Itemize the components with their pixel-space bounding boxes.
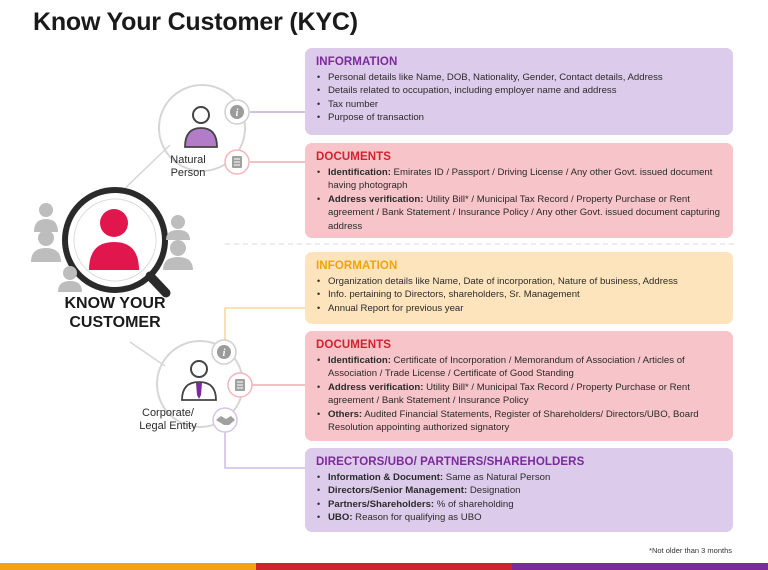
item-text: Same as Natural Person	[443, 472, 551, 483]
item-text: Certificate of Incorporation / Memorandu…	[328, 355, 685, 380]
info-icon	[217, 345, 231, 359]
directors-heading: DIRECTORS/UBO/ PARTNERS/SHAREHOLDERS	[316, 456, 585, 468]
center-label-line2: CUSTOMER	[69, 314, 161, 331]
page-title: Know Your Customer (KYC)	[33, 8, 358, 36]
item-label: Partners/Shareholders:	[328, 498, 435, 510]
item-label: Address verification:	[328, 381, 424, 393]
corporate-person-icon	[181, 360, 217, 401]
list-item: Information & Document: Same as Natural …	[317, 471, 723, 485]
corporate-information-heading: INFORMATION	[316, 260, 398, 272]
corporate-information-box: INFORMATION Organization details like Na…	[305, 252, 733, 324]
corporate-documents-list: Identification: Certificate of Incorpora…	[316, 354, 723, 434]
document-icon	[235, 379, 245, 391]
directors-list: Information & Document: Same as Natural …	[316, 471, 723, 525]
list-item: Personal details like Name, DOB, Nationa…	[317, 71, 723, 85]
natural-person-label-line1: Natural	[170, 154, 206, 166]
list-item: Details related to occupation, including…	[317, 84, 723, 98]
corporate-entity-label-line1: Corporate/	[142, 407, 194, 419]
list-item: Identification: Emirates ID / Passport /…	[317, 166, 723, 193]
handshake-icon	[216, 416, 235, 425]
list-item: Partners/Shareholders: % of shareholding	[317, 498, 723, 512]
center-label: KNOW YOUR CUSTOMER	[40, 294, 190, 332]
list-item: Tax number	[317, 98, 723, 112]
people-group-icon	[31, 203, 193, 292]
list-item: Organization details like Name, Date of …	[317, 275, 723, 289]
connector-corporate-information	[224, 307, 305, 352]
svg-text:i: i	[236, 108, 239, 119]
item-text: Designation	[467, 485, 521, 497]
svg-text:i: i	[223, 348, 226, 359]
link-center-natural	[117, 144, 171, 196]
link-center-corporate	[129, 341, 166, 367]
corporate-information-list: Organization details like Name, Date of …	[316, 275, 723, 316]
list-item: Directors/Senior Management: Designation	[317, 484, 723, 498]
magnifier-icon	[62, 187, 171, 298]
list-item: Purpose of transaction	[317, 111, 723, 125]
directors-box: DIRECTORS/UBO/ PARTNERS/SHAREHOLDERS Inf…	[305, 448, 733, 532]
list-item: Address verification: Utility Bill* / Mu…	[317, 381, 723, 408]
natural-information-heading: INFORMATION	[316, 56, 398, 68]
natural-information-list: Personal details like Name, DOB, Nationa…	[316, 71, 723, 125]
list-item: Identification: Certificate of Incorpora…	[317, 354, 723, 381]
natural-person-label: Natural Person	[160, 154, 216, 180]
corporate-entity-label: Corporate/ Legal Entity	[132, 407, 204, 433]
list-item: Info. pertaining to Directors, sharehold…	[317, 288, 723, 302]
list-item: Annual Report for previous year	[317, 302, 723, 316]
item-text: Utility Bill* / Municipal Tax Record / P…	[328, 193, 720, 232]
list-item: UBO: Reason for qualifying as UBO	[317, 511, 723, 525]
corporate-entity-label-line2: Legal Entity	[139, 420, 197, 432]
item-label: Address verification:	[328, 193, 424, 205]
item-text: % of shareholding	[434, 498, 514, 510]
footnote: *Not older than 3 months	[649, 546, 732, 555]
corporate-documents-box: DOCUMENTS Identification: Certificate of…	[305, 331, 733, 441]
natural-person-icon	[184, 106, 218, 148]
center-label-line1: KNOW YOUR	[64, 295, 166, 312]
item-text: Emirates ID / Passport / Driving License…	[328, 167, 713, 192]
item-label: Information & Document:	[328, 472, 444, 483]
natural-information-box: INFORMATION Personal details like Name, …	[305, 48, 733, 135]
natural-documents-list: Identification: Emirates ID / Passport /…	[316, 166, 723, 233]
list-item: Others: Audited Financial Statements, Re…	[317, 408, 723, 435]
item-text: Audited Financial Statements, Register o…	[328, 408, 699, 434]
item-text: Reason for qualifying as UBO	[352, 512, 482, 524]
natural-person-ring	[158, 84, 246, 172]
list-item: Address verification: Utility Bill* / Mu…	[317, 193, 723, 233]
bottom-color-bar	[0, 563, 768, 570]
natural-documents-heading: DOCUMENTS	[316, 151, 392, 163]
bottom-bar-middle	[256, 563, 512, 570]
document-icon	[232, 156, 242, 168]
item-label: UBO:	[328, 512, 353, 524]
item-label: Identification:	[328, 167, 391, 178]
connector-corporate-directors	[224, 432, 305, 469]
natural-person-label-line2: Person	[170, 167, 206, 179]
item-text: Utility Bill* / Municipal Tax Record / P…	[328, 381, 690, 407]
bottom-bar-left	[0, 563, 256, 570]
info-icon	[230, 105, 244, 119]
corporate-documents-heading: DOCUMENTS	[316, 339, 392, 351]
item-label: Identification:	[328, 355, 391, 366]
bottom-bar-right	[512, 563, 768, 570]
natural-documents-box: DOCUMENTS Identification: Emirates ID / …	[305, 143, 733, 238]
item-label: Others:	[328, 408, 363, 420]
item-label: Directors/Senior Management:	[328, 485, 468, 497]
